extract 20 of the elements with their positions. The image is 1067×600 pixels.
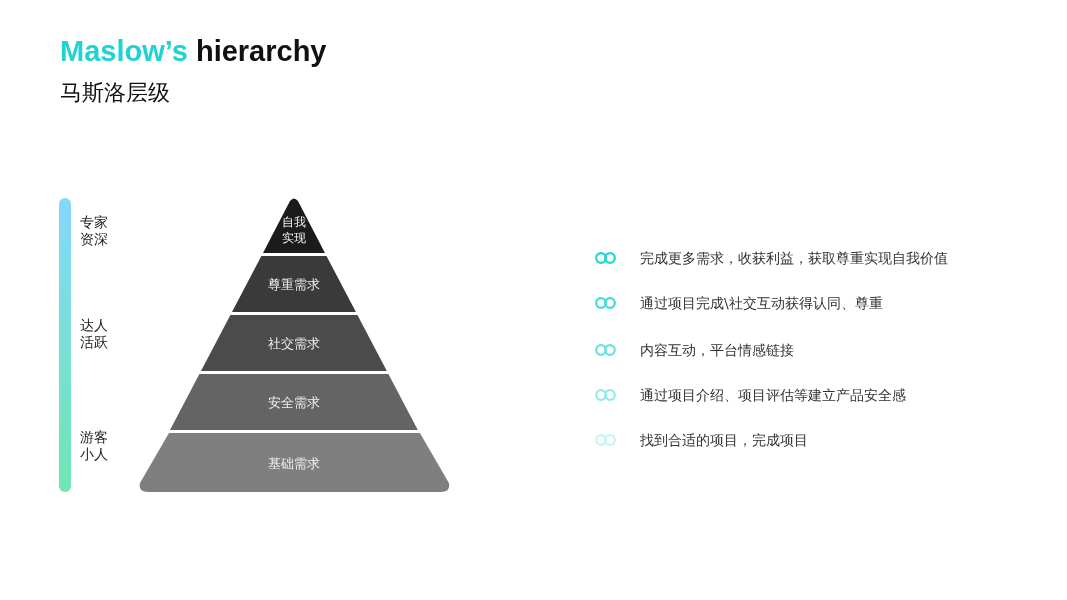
description-text: 完成更多需求，收获利益，获取尊重实现自我价值 — [640, 249, 948, 267]
title: Maslow’s hierarchy — [60, 35, 327, 68]
pyramid-level — [170, 374, 418, 430]
description-text: 找到合适的项目，完成项目 — [640, 431, 808, 449]
level-label: 自我实现 — [281, 213, 307, 246]
subtitle: 马斯洛层级 — [60, 80, 170, 106]
level-group-label: 游客小人 — [80, 429, 109, 463]
level-group-label: 专家资深 — [80, 214, 109, 248]
pyramid-level — [263, 198, 325, 253]
description-text: 通过项目介绍、项目评估等建立产品安全感 — [640, 386, 906, 404]
level-label: 基础需求 — [268, 454, 320, 471]
description-text: 通过项目完成\社交互动获得认同、尊重 — [640, 294, 883, 312]
pyramid-level — [137, 433, 451, 492]
description-text: 内容互动，平台情感链接 — [640, 341, 794, 359]
pyramid-level — [232, 256, 356, 312]
pyramid-level — [201, 315, 387, 371]
level-label: 尊重需求 — [268, 275, 320, 293]
level-label: 社交需求 — [268, 334, 320, 352]
level-group-label: 达人活跃 — [80, 317, 109, 351]
level-label: 安全需求 — [268, 393, 320, 411]
